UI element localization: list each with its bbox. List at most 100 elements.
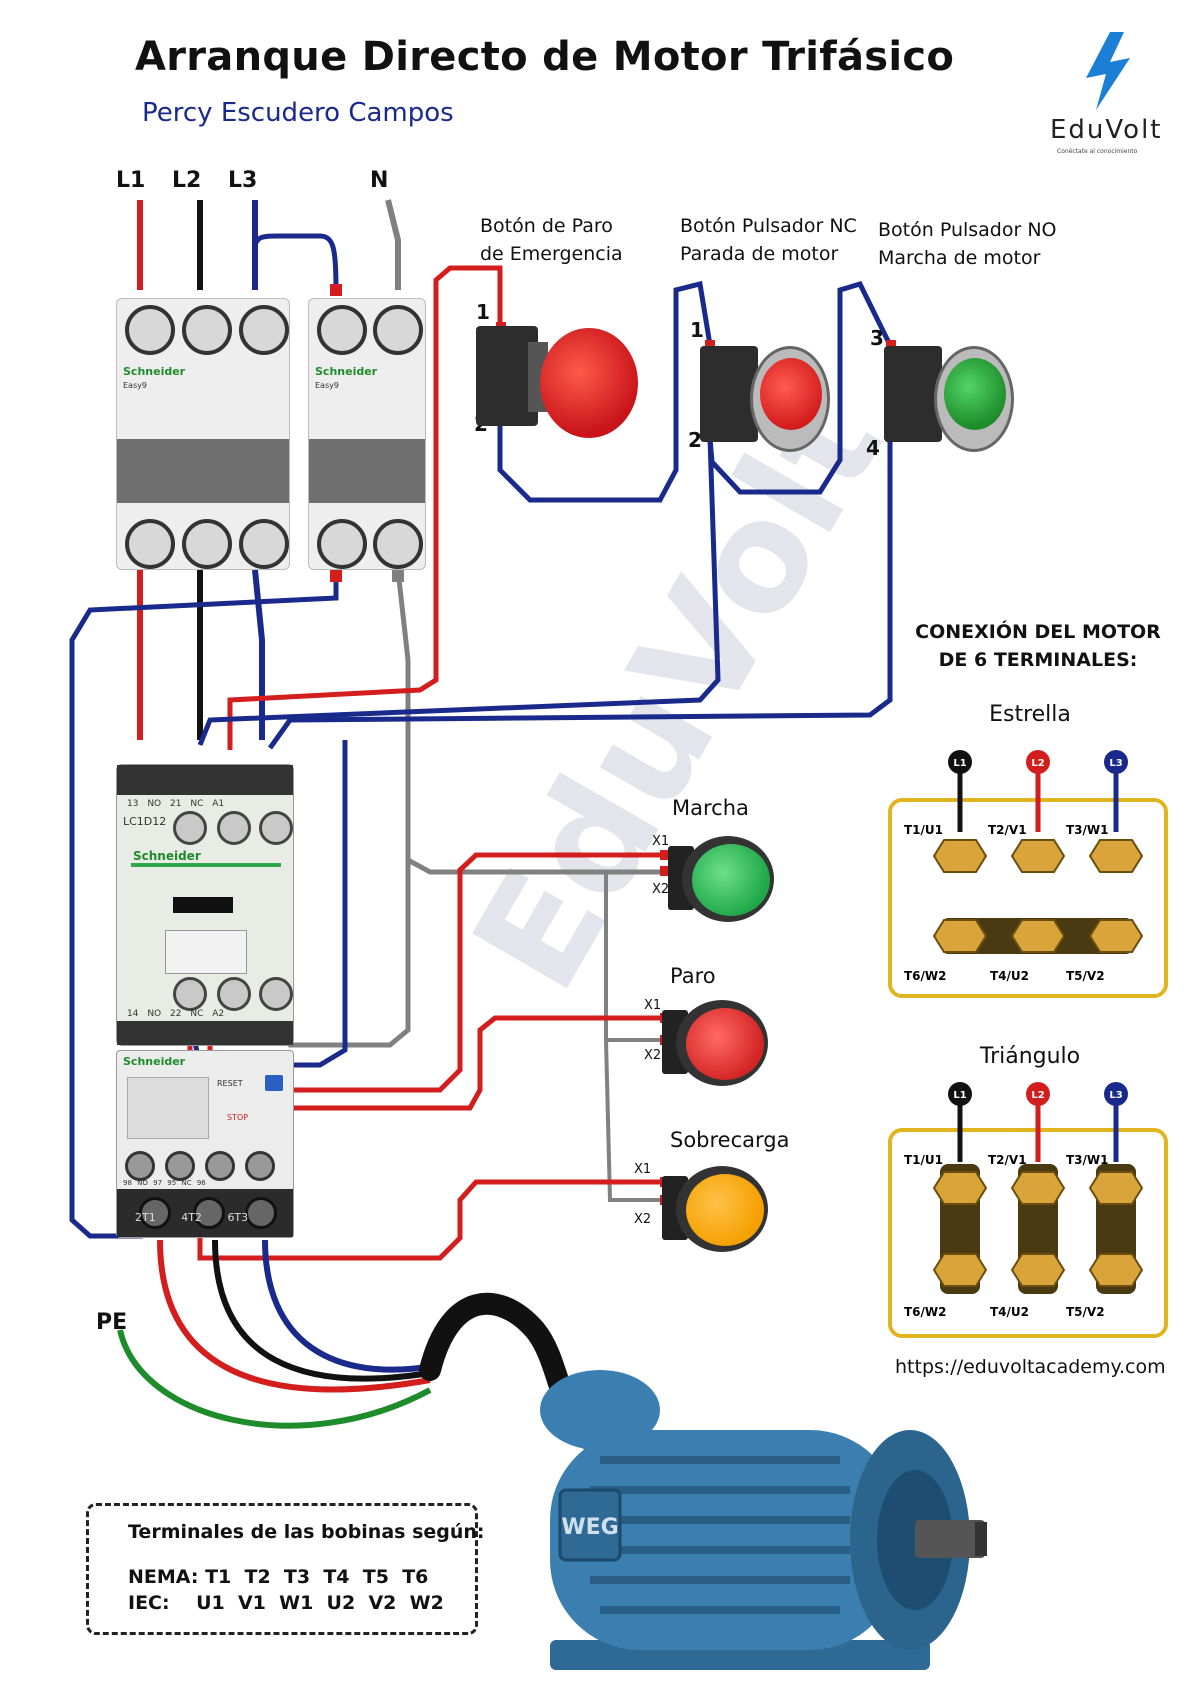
- breaker-series: Easy9: [123, 381, 147, 390]
- emergency-terminal-1: 1: [476, 300, 490, 324]
- star-input-l3-icon: [1104, 750, 1128, 774]
- main-breaker-3p[interactable]: Schneider Easy9: [116, 298, 290, 570]
- wire-start-to-coil: [267, 440, 893, 750]
- motor-terminal-box: [540, 1370, 660, 1450]
- svg-text:T2/V1: T2/V1: [988, 1153, 1027, 1167]
- wire-neutral-common: [604, 872, 670, 1202]
- delta-connection-title: Triángulo: [979, 1044, 1081, 1069]
- svg-text:T2/V1: T2/V1: [988, 823, 1027, 837]
- pilot-paro-x2: X2: [644, 1048, 662, 1063]
- svg-text:T6/W2: T6/W2: [904, 969, 947, 983]
- wire-t1-motor: [157, 1239, 431, 1393]
- wire-pe: [117, 1329, 432, 1429]
- wire-l3-jumper: [252, 233, 339, 291]
- wire-emergency-to-stop: [497, 280, 713, 503]
- website-url[interactable]: https://eduvoltacademy.com: [895, 1356, 1166, 1378]
- wire-l3-power: [252, 569, 265, 740]
- svg-text:T1/U1: T1/U1: [904, 1153, 943, 1167]
- pilot-lamp-paro: [662, 994, 772, 1094]
- terminal-legend-box: [86, 1503, 478, 1635]
- motor-shaft: [915, 1520, 985, 1558]
- contactor-lc1d12[interactable]: 13 NO 21 NC A1 LC1D12 Schneider 14 NO 22…: [116, 764, 294, 1046]
- brand-tagline: Conéctate al conocimiento: [1057, 148, 1138, 155]
- delta-input-l3-icon: [1104, 1082, 1128, 1106]
- svg-text:L2: L2: [1031, 758, 1044, 769]
- pilot-label-marcha: Marcha: [672, 796, 749, 820]
- delta-input-l1-icon: [948, 1082, 972, 1106]
- pilot-lamp-sobrecarga: [662, 1160, 772, 1260]
- pilot-sobrecarga-x2: X2: [634, 1212, 652, 1227]
- pilot-lamp-marcha: [668, 830, 778, 930]
- breaker-series-2: Easy9: [315, 381, 339, 390]
- contactor-brand: Schneider: [133, 849, 201, 863]
- svg-text:T3/W1: T3/W1: [1066, 1153, 1109, 1167]
- author-name: Percy Escudero Campos: [142, 98, 454, 128]
- svg-text:L3: L3: [1109, 758, 1122, 769]
- stop-terminal-1: 1: [690, 318, 704, 342]
- start-terminal-4: 4: [866, 436, 880, 460]
- pilot-sobrecarga-x1: X1: [634, 1162, 652, 1177]
- brand-logo: EduVolt: [1050, 115, 1163, 145]
- pilot-marcha-x1: X1: [652, 834, 670, 849]
- overload-outputs: 2T1 4T2 6T3: [135, 1211, 249, 1224]
- svg-text:L1: L1: [953, 758, 966, 769]
- svg-text:L2: L2: [1031, 1090, 1044, 1101]
- star-connection-title: Estrella: [989, 702, 1071, 727]
- overload-reset-label: RESET: [217, 1079, 243, 1088]
- wire-stop-to-start: [707, 280, 893, 495]
- breaker-brand: Schneider: [123, 365, 186, 378]
- supply-label-l1: L1: [116, 168, 146, 193]
- wire-t2-motor: [212, 1239, 437, 1382]
- svg-text:T1/U1: T1/U1: [904, 823, 943, 837]
- stop-terminal-2: 2: [688, 428, 702, 452]
- start-pushbutton-no[interactable]: [884, 336, 1014, 466]
- wire-emergency-in: [227, 265, 503, 750]
- breaker-terminal-screw: [125, 305, 175, 355]
- wire-sobrecarga-pilot: [197, 1179, 670, 1261]
- svg-text:T6/W2: T6/W2: [904, 1305, 947, 1319]
- delta-input-l2-icon: [1026, 1082, 1050, 1106]
- legend-title: Terminales de las bobinas según:: [128, 1521, 485, 1543]
- svg-text:T5/V2: T5/V2: [1066, 969, 1105, 983]
- overload-reset-button[interactable]: [265, 1075, 283, 1091]
- stop-pushbutton-nc[interactable]: [700, 336, 830, 466]
- pilot-label-sobrecarga: Sobrecarga: [670, 1128, 790, 1152]
- page-title: Arranque Directo de Motor Trifásico: [135, 34, 955, 80]
- svg-text:T5/V2: T5/V2: [1066, 1305, 1105, 1319]
- mushroom-head-icon: [540, 328, 638, 438]
- contactor-bottom-contacts: 14 NO 22 NC A2: [127, 1009, 225, 1019]
- overload-aux-contacts: 98 NO 97 95 NC 96: [123, 1179, 206, 1187]
- control-breaker-2p[interactable]: Schneider Easy9: [308, 298, 426, 570]
- breaker-brand-2: Schneider: [315, 365, 378, 378]
- overload-relay[interactable]: Schneider RESET STOP 98 NO 97 95 NC 96 2…: [116, 1050, 294, 1238]
- motor-brand: WEG: [561, 1515, 618, 1540]
- svg-text:L1: L1: [953, 1090, 966, 1101]
- wire-seal-in: [197, 437, 721, 746]
- wire-t3-motor: [262, 1239, 441, 1373]
- contactor-model: LC1D12: [123, 815, 167, 828]
- overload-dial: [127, 1077, 209, 1139]
- overload-stop-label: STOP: [227, 1113, 249, 1122]
- pe-label: PE: [96, 1310, 128, 1335]
- red-lamp-lens-icon: [686, 1008, 764, 1080]
- contactor-window: [173, 897, 233, 913]
- svg-text:T4/U2: T4/U2: [990, 1305, 1029, 1319]
- start-terminal-3: 3: [870, 326, 884, 350]
- supply-label-n: N: [370, 168, 389, 193]
- legend-nema-row: NEMA: T1 T2 T3 T4 T5 T6: [128, 1566, 429, 1588]
- legend-iec-row: IEC: U1 V1 W1 U2 V2 W2: [128, 1592, 444, 1614]
- terminal-marker: [330, 284, 342, 296]
- red-button-cap-icon: [760, 358, 822, 430]
- pilot-marcha-x2: X2: [652, 882, 670, 897]
- star-input-l2-icon: [1026, 750, 1050, 774]
- emergency-stop-button[interactable]: [476, 318, 638, 440]
- delta-connection-diagram: L1 L2 L3 T1/U1 T2/V1 T3/W1 T6/W2 T4/U2 T…: [888, 1082, 1168, 1338]
- supply-label-l3: L3: [228, 168, 258, 193]
- svg-text:L3: L3: [1109, 1090, 1122, 1101]
- svg-text:T4/U2: T4/U2: [990, 969, 1029, 983]
